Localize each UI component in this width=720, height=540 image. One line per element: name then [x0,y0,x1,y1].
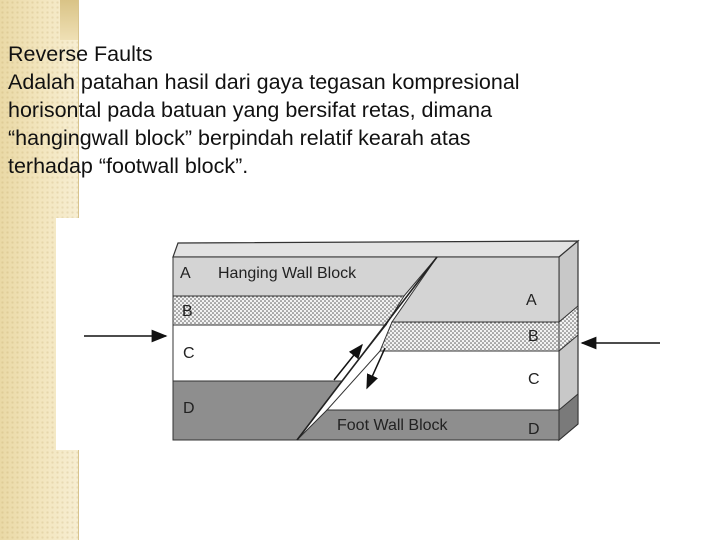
body-line-1: Adalah patahan hasil dari gaya tegasan k… [8,70,520,94]
body-line-2: horisontal pada batuan yang bersifat ret… [8,98,493,122]
block-top-face [172,240,580,258]
left-layer-a-label: A [180,265,191,282]
hanging-wall-layer-c [172,324,388,382]
right-layer-d-label: D [528,421,540,438]
body-line-4: terhadap “footwall block”. [8,154,249,178]
right-layer-b-label: B [528,328,539,345]
body-line-3: “hangingwall block” berpindah relatif ke… [8,126,471,150]
left-layer-d-label: D [183,400,195,417]
right-layer-c-label: C [528,371,540,388]
foot-wall-block-label: Foot Wall Block [337,417,449,434]
slide-title: Reverse Faults [8,42,153,66]
slide-text: Reverse Faults Adalah patahan hasil dari… [8,40,708,180]
fault-plane-line [296,256,438,441]
hanging-wall-block-label: Hanging Wall Block [218,265,357,282]
right-layer-a-label: A [526,292,537,309]
hanging-wall-layer-b [172,295,405,326]
left-layer-c-label: C [183,345,195,362]
foot-wall-slip-arrow [366,347,386,390]
corner-ornament [60,0,78,40]
hanging-wall-slip-arrow [333,343,363,381]
foot-wall-layer-c [325,350,560,411]
foot-wall-layer-d [295,409,560,441]
left-layer-b-label: B [182,303,193,320]
